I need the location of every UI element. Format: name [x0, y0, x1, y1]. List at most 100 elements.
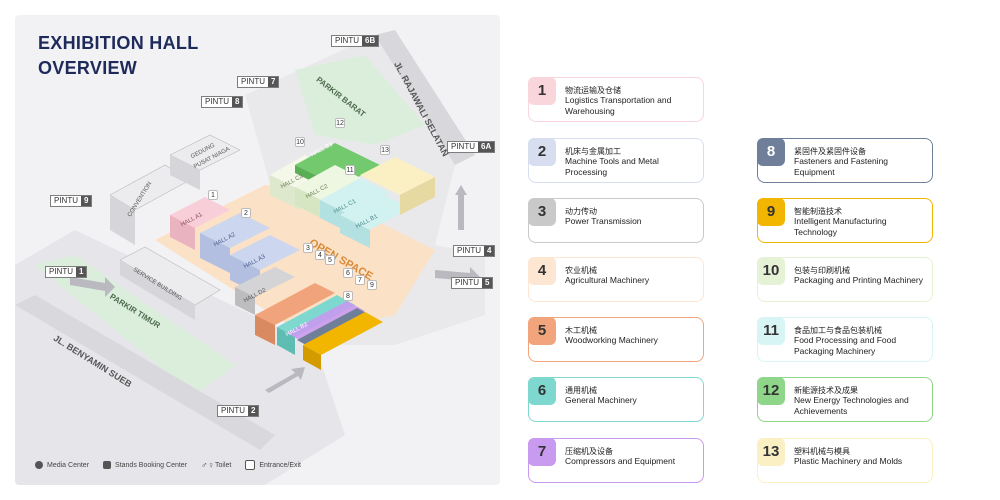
hall-marker-6: 6: [343, 268, 353, 278]
category-chinese-name: 通用机械: [565, 386, 597, 395]
hall-marker-3: 3: [303, 243, 313, 253]
map-legend: Media Center Stands Booking Center ♂♀ To…: [35, 460, 301, 470]
category-number: 11: [757, 317, 785, 345]
category-chinese-name: 压缩机及设备: [565, 447, 613, 456]
hall-marker-13: 13: [380, 145, 390, 155]
hall-marker-2: 2: [241, 208, 251, 218]
parkir-timur-area: [35, 255, 235, 395]
gate-1[interactable]: PINTU 1: [45, 266, 88, 278]
legend-label: Entrance/Exit: [259, 461, 302, 469]
category-english-name: Machine Tools and Metal Processing: [565, 156, 659, 177]
hall-marker-12: 12: [335, 118, 345, 128]
category-number: 5: [528, 317, 556, 345]
hall-marker-5: 5: [325, 255, 335, 265]
category-chinese-name: 食品加工与食品包装机械: [794, 326, 882, 335]
gate-label: PINTU: [457, 246, 481, 255]
hall-marker-7: 7: [355, 275, 365, 285]
gate-number: 7: [268, 77, 279, 87]
category-number: 12: [757, 377, 785, 405]
gate-9[interactable]: PINTU 9: [50, 195, 93, 207]
map-graphic: [15, 30, 485, 485]
category-chinese-name: 木工机械: [565, 326, 597, 335]
legend-label: Toilet: [215, 461, 232, 469]
category-chinese-name: 机床与金属加工: [565, 147, 621, 156]
gate-arrow: [455, 185, 467, 230]
category-english-name: Food Processing and Food Packaging Machi…: [794, 335, 897, 356]
category-english-name: Plastic Machinery and Molds: [794, 456, 903, 466]
legend-label: Media Center: [47, 461, 90, 469]
gate-4[interactable]: PINTU 4: [453, 245, 496, 257]
category-english-name: Packaging and Printing Machinery: [794, 275, 923, 285]
gate-number: 6A: [478, 142, 495, 152]
gate-label: PINTU: [205, 97, 229, 106]
toilet-icon: ♂♀: [201, 460, 215, 470]
category-number: 4: [528, 257, 556, 285]
parkir-barat-area: [295, 55, 425, 145]
category-english-name: Intelligent Manufacturing Technology: [794, 216, 887, 237]
hall-marker-1: 1: [208, 190, 218, 200]
category-number: 7: [528, 438, 556, 466]
category-chinese-name: 包装与印刷机械: [794, 266, 850, 275]
category-english-name: Woodworking Machinery: [565, 335, 658, 345]
gate-number: 2: [248, 406, 259, 416]
gate-number: 9: [81, 196, 92, 206]
hall-marker-9: 9: [367, 280, 377, 290]
category-english-name: Fasteners and Fastening Equipment: [794, 156, 889, 177]
category-number: 1: [528, 77, 556, 105]
gate-6a[interactable]: PINTU 6A: [447, 141, 496, 153]
gate-8[interactable]: PINTU 8: [201, 96, 244, 108]
category-number: 9: [757, 198, 785, 226]
category-chinese-name: 塑料机械与模具: [794, 447, 850, 456]
gate-2[interactable]: PINTU 2: [217, 405, 260, 417]
gate-number: 4: [484, 246, 495, 256]
category-chinese-name: 农业机械: [565, 266, 597, 275]
gate-number: 5: [482, 278, 493, 288]
category-number: 13: [757, 438, 785, 466]
category-number: 6: [528, 377, 556, 405]
legend-label: Stands Booking Center: [115, 461, 188, 469]
map-title: EXHIBITION HALL OVERVIEW: [38, 31, 258, 81]
legend-item: ♂♀ Toilet: [201, 460, 232, 470]
map-title-line1: EXHIBITION HALL: [38, 33, 199, 53]
gate-label: PINTU: [241, 77, 265, 86]
gate-number: 6B: [362, 36, 379, 46]
gate-6b[interactable]: PINTU 6B: [331, 35, 380, 47]
category-chinese-name: 智能制造技术: [794, 207, 842, 216]
gate-label: PINTU: [451, 142, 475, 151]
map-title-line2: OVERVIEW: [38, 58, 138, 78]
gate-5[interactable]: PINTU 5: [451, 277, 494, 289]
gate-number: 1: [76, 267, 87, 277]
hall-marker-4: 4: [315, 250, 325, 260]
gate-7[interactable]: PINTU 7: [237, 76, 280, 88]
gate-label: PINTU: [455, 278, 479, 287]
category-chinese-name: 物流运输及仓储: [565, 86, 621, 95]
category-chinese-name: 紧固件及紧固件设备: [794, 147, 866, 156]
hall-marker-10: 10: [295, 137, 305, 147]
gate-label: PINTU: [49, 267, 73, 276]
media-center-icon: [35, 461, 43, 469]
category-english-name: Compressors and Equipment: [565, 456, 676, 466]
category-english-name: Power Transmission: [565, 216, 642, 226]
category-english-name: New Energy Technologies and Achievements: [794, 395, 909, 416]
category-number: 8: [757, 138, 785, 166]
entrance-exit-icon: [245, 460, 256, 470]
category-number: 3: [528, 198, 556, 226]
hall-marker-11: 11: [345, 165, 355, 175]
legend-item: Media Center: [35, 461, 89, 469]
legend-item: Entrance/Exit: [245, 460, 301, 470]
category-english-name: General Machinery: [565, 395, 637, 405]
category-number: 2: [528, 138, 556, 166]
